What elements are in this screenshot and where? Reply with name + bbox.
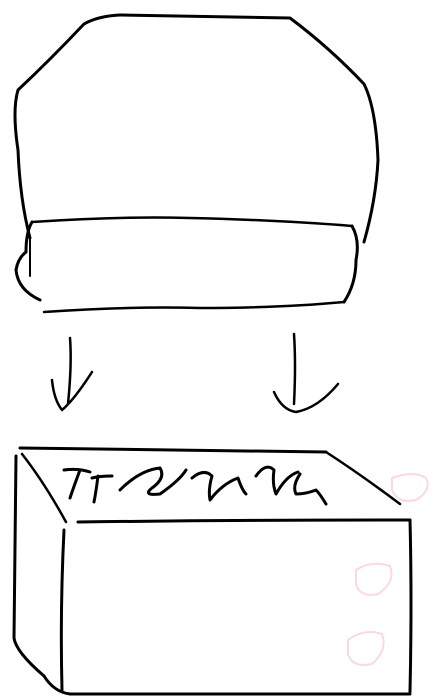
box-top-back-edge — [20, 448, 326, 452]
box-top-right-slope — [326, 452, 400, 504]
lid-shape — [15, 15, 378, 312]
lid-band-top — [32, 218, 352, 227]
lid-band-left — [16, 222, 40, 300]
box-left-back-edge — [14, 456, 44, 676]
box-shape — [14, 448, 411, 694]
lid-band-right — [344, 226, 357, 302]
arrow-left — [52, 338, 92, 410]
box-bottom-edge — [44, 676, 410, 694]
lid-outline-left — [15, 15, 120, 238]
lid-outline — [120, 15, 378, 242]
box-left-slope — [22, 454, 66, 522]
watermark — [348, 474, 428, 665]
lid-band-bottom — [44, 302, 344, 312]
box-squiggle-fill — [64, 467, 326, 504]
box-front-top-edge — [78, 520, 410, 522]
box-front-left-edge — [61, 530, 64, 690]
arrow-right — [274, 334, 338, 412]
box-front-right-edge — [410, 520, 411, 692]
